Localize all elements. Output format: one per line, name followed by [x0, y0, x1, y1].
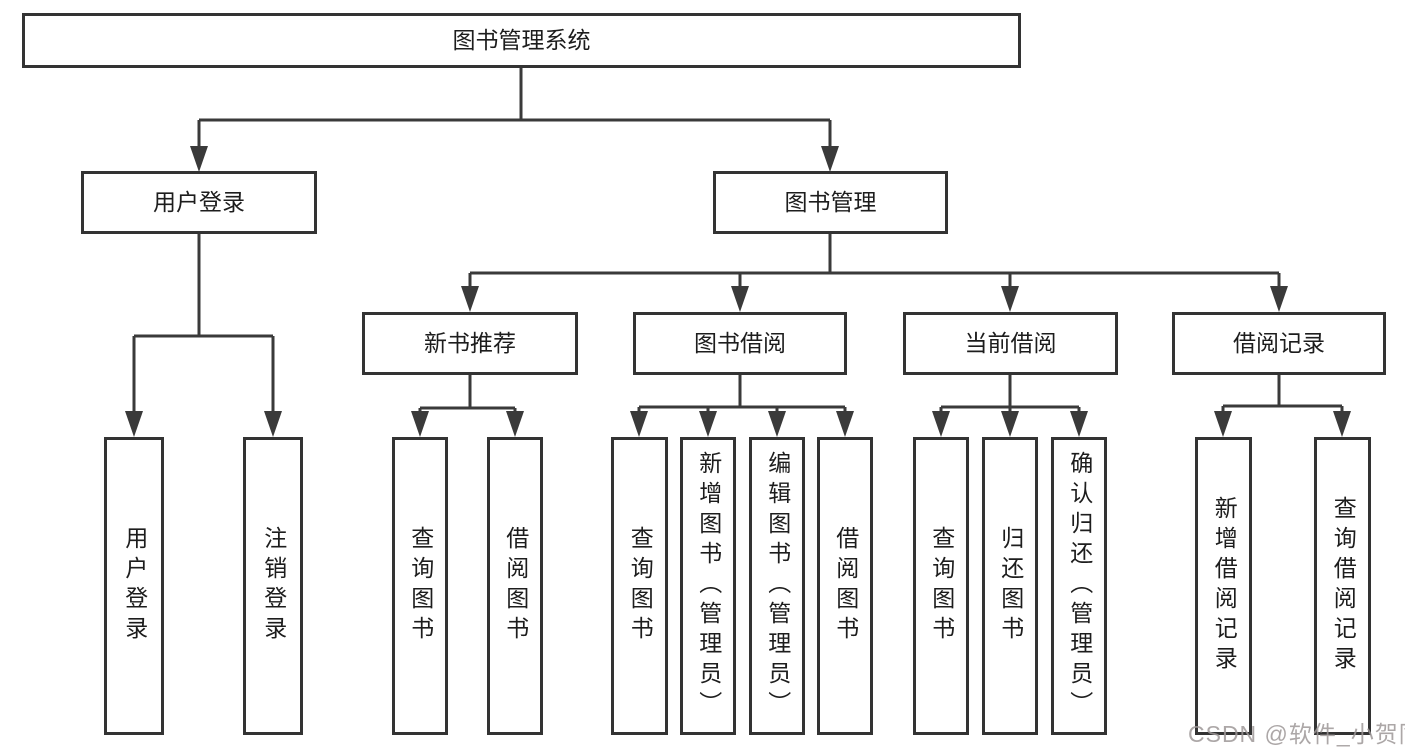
- node-book-management: 图书管理: [713, 171, 948, 234]
- node-borrow-records: 借阅记录: [1172, 312, 1386, 375]
- node-leaf-return-books: 归还图书: [982, 437, 1038, 735]
- node-leaf-borrow-books: 借阅图书: [817, 437, 873, 735]
- node-leaf-confirm-return-admin: 确认归还（管理员）: [1051, 437, 1107, 735]
- watermark: CSDN @软件_小贺同学: [1188, 721, 1405, 747]
- node-current-borrow: 当前借阅: [903, 312, 1118, 375]
- node-library-system: 图书管理系统: [22, 13, 1021, 68]
- node-leaf-edit-book-admin: 编辑图书（管理员）: [749, 437, 805, 735]
- node-new-book-recommend: 新书推荐: [362, 312, 578, 375]
- node-leaf-query-books-current: 查询图书: [913, 437, 969, 735]
- arrow-down-icons: [125, 146, 1351, 437]
- node-book-borrow: 图书借阅: [633, 312, 847, 375]
- node-leaf-add-book-admin: 新增图书（管理员）: [680, 437, 736, 735]
- node-leaf-query-books-recommend: 查询图书: [392, 437, 448, 735]
- node-leaf-logout: 注销登录: [243, 437, 303, 735]
- node-leaf-query-books-borrow: 查询图书: [611, 437, 668, 735]
- node-user-login: 用户登录: [81, 171, 317, 234]
- connector-stems: [132, 68, 1344, 414]
- node-leaf-user-login: 用户登录: [104, 437, 164, 735]
- node-leaf-borrow-books-recommend: 借阅图书: [487, 437, 543, 735]
- node-leaf-add-borrow-record: 新增借阅记录: [1195, 437, 1252, 735]
- node-leaf-query-borrow-record: 查询借阅记录: [1314, 437, 1371, 735]
